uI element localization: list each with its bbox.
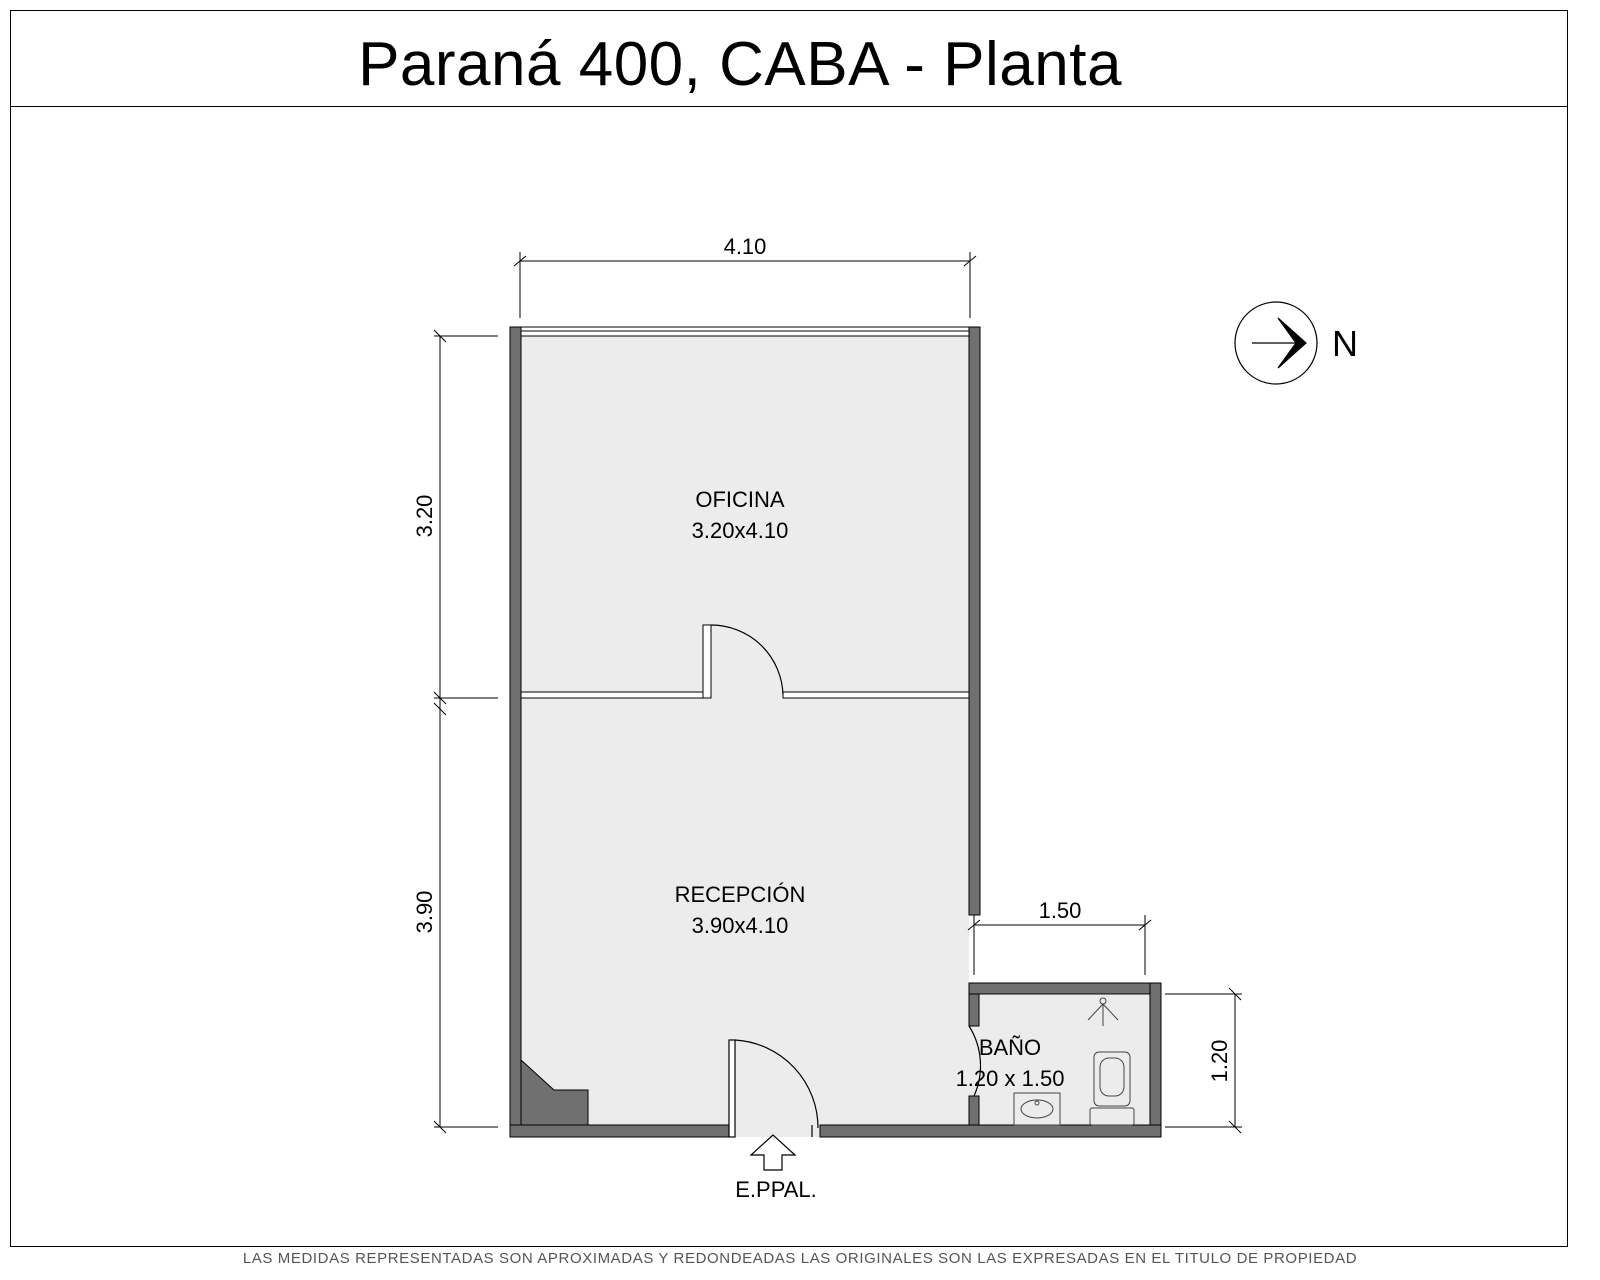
partition-wall [520,624,970,699]
room-recepcion-size: 3.90x4.10 [692,913,789,938]
page-title: Paraná 400, CABA - Planta [358,30,1122,99]
floor-fill [521,336,1150,1137]
dim-bano-depth: 1.20 [1207,1040,1232,1083]
wall-left [509,326,522,1138]
dim-bano-width: 1.50 [1039,898,1082,923]
shower-icon [1087,997,1119,1026]
wall-right-stub [968,988,980,1027]
room-bano-size: 1.20 x 1.50 [956,1066,1065,1091]
floor-oficina [521,336,969,698]
dimension-lines [433,252,1242,1134]
entrance-arrow-icon [749,1134,797,1171]
dim-recepcion-depth: 3.90 [412,891,437,934]
floor-recepcion [521,698,969,1137]
door-bano [968,1025,982,1097]
room-oficina-size: 3.20x4.10 [692,518,789,543]
wall-right-stub-2 [968,1095,980,1126]
room-oficina-name: OFICINA [695,487,785,512]
door-main [728,1039,819,1138]
sink-icon [1013,1092,1061,1126]
column-corner [520,1058,589,1126]
bano-fixtures [1013,997,1135,1126]
wall-bano-right [1149,982,1162,1138]
north-arrow-icon [1234,301,1318,385]
north-label: N [1332,323,1358,364]
wall-right-upper [968,326,981,916]
dim-overall-width: 4.10 [724,234,767,259]
drawing-frame [10,10,1568,1247]
wall-bano-top [968,982,1159,995]
door-oficina [710,624,784,696]
toilet-icon [1089,1051,1135,1126]
entrance-label: E.PPAL. [735,1177,817,1202]
room-recepcion-name: RECEPCIÓN [675,882,806,907]
title-bar: Paraná 400, CABA - Planta [10,10,1568,107]
disclaimer-text: LAS MEDIDAS REPRESENTADAS SON APROXIMADA… [242,1250,1358,1267]
wall-bottom-right [819,1124,1162,1138]
window-top [520,326,970,337]
wall-bottom-left [509,1124,731,1138]
dim-oficina-depth: 3.20 [412,495,437,538]
room-bano-name: BAÑO [979,1035,1041,1060]
